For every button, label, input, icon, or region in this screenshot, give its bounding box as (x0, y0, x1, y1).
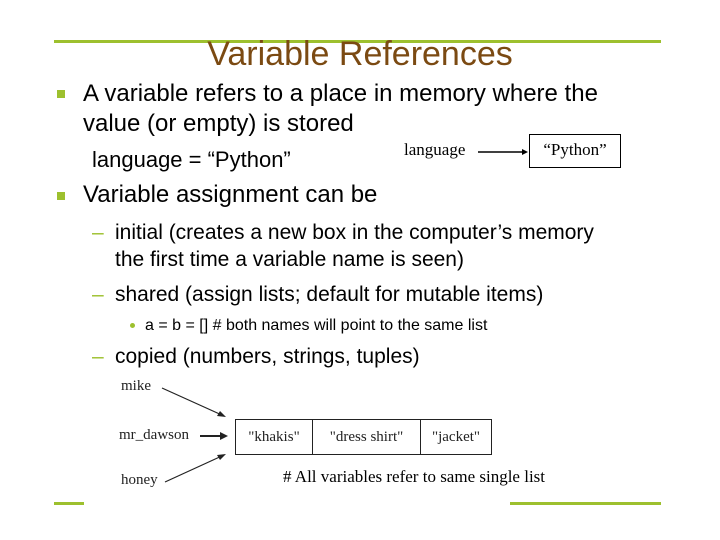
diagram-caption: # All variables refer to same single lis… (283, 467, 546, 486)
sub-bullet-initial-line-1: initial (creates a new box in the comput… (115, 221, 594, 244)
example-code: language = “Python” (92, 147, 291, 172)
bullet-marker (57, 192, 65, 200)
var-honey: honey (121, 472, 158, 488)
diagram-value-box: “Python” (529, 134, 621, 168)
sub-bullet-shared: shared (assign lists; default for mutabl… (115, 283, 544, 306)
list-item-khakis: "khakis" (236, 420, 313, 454)
var-mr-dawson: mr_dawson (119, 427, 189, 443)
sub-sub-bullet-example: a = b = [] # both names will point to th… (145, 317, 488, 334)
dash-marker: – (92, 221, 104, 244)
dot-marker (130, 323, 135, 328)
bottom-accent-rule-right (510, 502, 661, 505)
slide-title: Variable References (207, 35, 513, 73)
reference-arrows-icon (161, 387, 228, 483)
arrow-icon (478, 149, 528, 155)
bullet-1-line-2: value (or empty) is stored (83, 110, 354, 137)
diagram-value: “Python” (543, 140, 607, 159)
bullet-2-text: Variable assignment can be (83, 181, 378, 208)
bullet-1-line-1: A variable refers to a place in memory w… (83, 80, 598, 107)
list-item-jacket: "jacket" (431, 428, 481, 445)
sub-bullet-initial-line-2: the first time a variable name is seen) (115, 248, 464, 271)
bottom-accent-rule-left (54, 502, 84, 505)
bullet-marker (57, 90, 65, 98)
dash-marker: – (92, 283, 104, 306)
dash-marker: – (92, 345, 104, 368)
var-mike: mike (121, 378, 151, 394)
sub-bullet-copied: copied (numbers, strings, tuples) (115, 345, 420, 368)
list-item-dress-shirt: "dress shirt" (313, 420, 421, 454)
shared-list-box: "khakis" "dress shirt" "jacket" (235, 419, 492, 455)
top-accent-rule (54, 40, 661, 43)
diagram-variable-label: language (404, 140, 466, 159)
